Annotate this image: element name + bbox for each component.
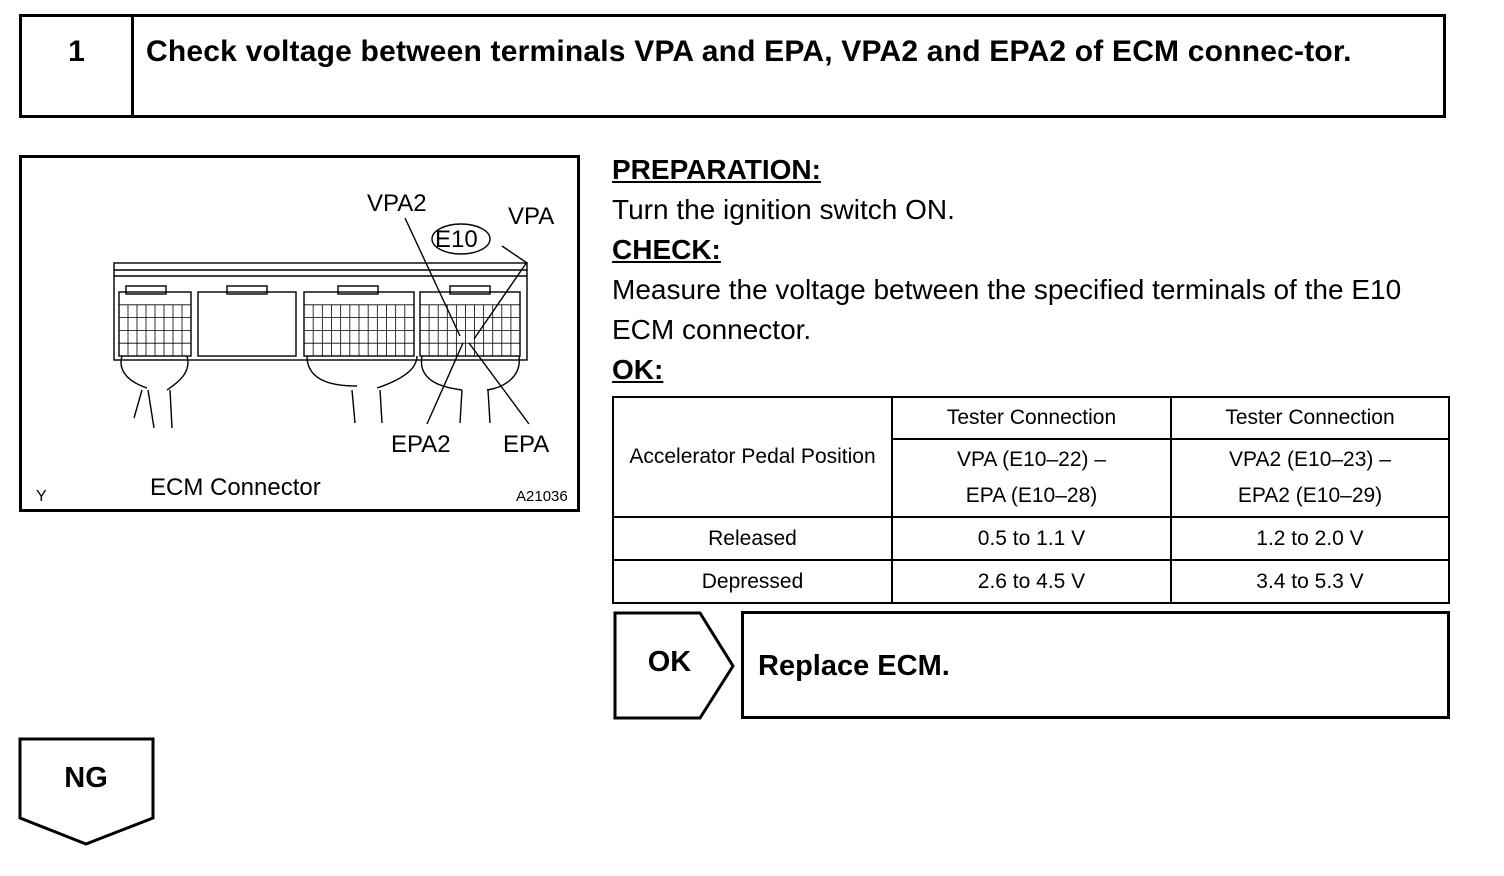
corner-mark: Y [36, 488, 47, 505]
col-header-2: Tester Connection [1170, 396, 1450, 440]
ecm-connector-figure: VPA2 VPA E10 EPA2 EPA ECM Connector Y A2… [19, 155, 580, 512]
value-cell: 3.4 to 5.3 V [1170, 559, 1450, 604]
table-row: Depressed 2.6 to 4.5 V 3.4 to 5.3 V [612, 559, 1450, 604]
position-cell: Depressed [612, 559, 893, 604]
col-terminals-2-line2: EPA2 (E10–29) [1237, 484, 1383, 507]
ok-action-box: Replace ECM. [741, 611, 1450, 719]
connector-block-2 [197, 291, 297, 357]
col-terminals-1-line2: EPA (E10–28) [965, 484, 1098, 507]
step-header: 1 Check voltage between terminals VPA an… [19, 14, 1446, 118]
col-terminals-2: VPA2 (E10–23) – EPA2 (E10–29) [1170, 438, 1450, 518]
step-title: Check voltage between terminals VPA and … [146, 35, 1352, 68]
col-terminals-2-line1: VPA2 (E10–23) – [1229, 448, 1391, 471]
row-header-cell: Accelerator Pedal Position [612, 396, 893, 518]
value-cell: 0.5 to 1.1 V [891, 516, 1172, 561]
vpa-leader [473, 261, 528, 340]
connector-block-4 [419, 291, 521, 357]
ok-label: OK [647, 646, 692, 678]
check-text: Measure the voltage between the specifie… [612, 274, 1402, 345]
ok-heading: OK: [612, 354, 664, 385]
position-cell: Released [612, 516, 893, 561]
figure-code: A21036 [516, 488, 568, 505]
voltage-spec-table: Accelerator Pedal Position Tester Connec… [612, 396, 1450, 604]
vpa2-leader [404, 217, 461, 337]
connector-housing [113, 262, 528, 361]
connector-caption: ECM Connector [150, 474, 321, 501]
epa-label: EPA [503, 431, 549, 458]
ng-label: NG [64, 762, 108, 794]
value-cell: 1.2 to 2.0 V [1170, 516, 1450, 561]
table-row: Released 0.5 to 1.1 V 1.2 to 2.0 V [612, 516, 1450, 561]
vpa2-label: VPA2 [367, 190, 427, 217]
ok-arrow-shape [613, 611, 735, 720]
col-terminals-1-line1: VPA (E10–22) – [956, 448, 1107, 471]
check-heading: CHECK: [612, 234, 721, 265]
ecm-connector-drawing: VPA2 VPA E10 EPA2 EPA ECM Connector Y A2… [36, 190, 568, 505]
vpa-label: VPA [508, 203, 554, 230]
ng-arrow-shape [18, 737, 155, 846]
epa2-leader [426, 342, 464, 425]
col-header-1: Tester Connection [891, 396, 1172, 440]
e10-label: E10 [435, 226, 478, 253]
epa-leader [468, 342, 530, 425]
step-number: 1 [22, 17, 134, 115]
preparation-text: Turn the ignition switch ON. [612, 194, 955, 225]
e10-marker [431, 223, 491, 255]
value-cell: 2.6 to 4.5 V [891, 559, 1172, 604]
preparation-heading: PREPARATION: [612, 154, 821, 185]
instructions: PREPARATION: Turn the ignition switch ON… [612, 150, 1462, 390]
col-terminals-1: VPA (E10–22) – EPA (E10–28) [891, 438, 1172, 518]
epa2-label: EPA2 [391, 431, 451, 458]
